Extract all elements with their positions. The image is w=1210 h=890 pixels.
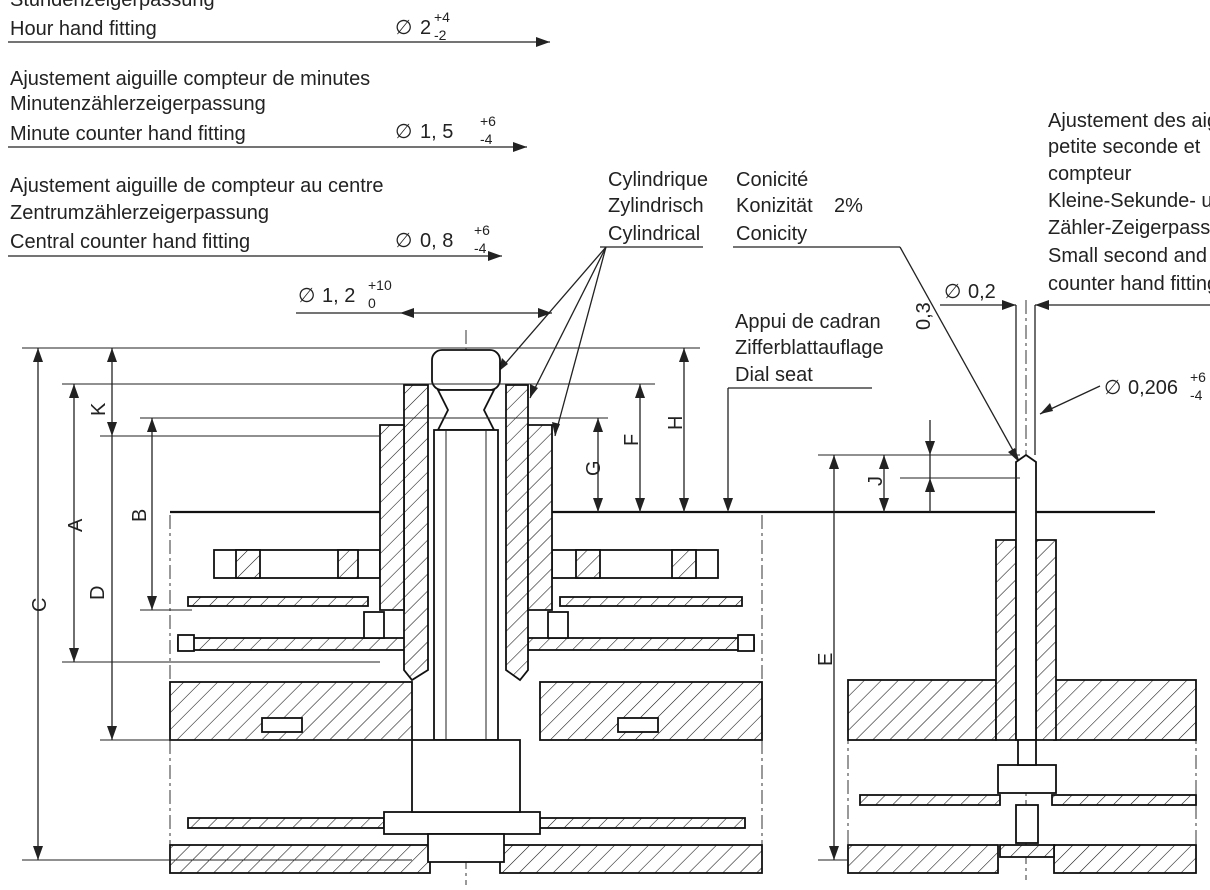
center-dim-callout: ∅ 1, 2 +10 0 bbox=[296, 277, 552, 318]
dim-letter-C: C bbox=[29, 598, 51, 612]
hour-dim-tol-up: +4 bbox=[434, 9, 450, 25]
small-second-dim-02: 0,2 bbox=[968, 281, 996, 303]
small-second-line-4: Kleine-Sekunde- ur bbox=[1048, 190, 1210, 212]
cylindrical-fr: Cylindrique bbox=[608, 169, 708, 191]
center-dim-value: 1, 2 bbox=[322, 285, 355, 307]
central-fitting-label-fr: Ajustement aiguille de compteur au centr… bbox=[10, 175, 384, 197]
conicity-fr: Conicité bbox=[736, 169, 808, 191]
dim-letter-H: H bbox=[665, 416, 687, 430]
small-second-dim-206: 0,206 bbox=[1128, 377, 1178, 399]
dim-letter-E: E bbox=[815, 653, 837, 666]
diameter-symbol: ∅ bbox=[298, 285, 315, 307]
dim-letter-J: J bbox=[865, 476, 887, 486]
diameter-symbol: ∅ bbox=[395, 230, 412, 252]
conicity-en: Conicity bbox=[736, 223, 807, 245]
dim-letter-A: A bbox=[65, 518, 87, 532]
diameter-symbol: ∅ bbox=[1104, 377, 1121, 399]
cylindrical-de: Zylindrisch bbox=[608, 195, 704, 217]
main-movement-section bbox=[169, 330, 1155, 885]
conicity-callout: Conicité Konizität 2% Conicity bbox=[733, 169, 1021, 464]
hour-fitting-label-en: Hour hand fitting bbox=[10, 18, 157, 40]
diameter-symbol: ∅ bbox=[944, 281, 961, 303]
small-second-line-5: Zähler-Zeigerpassu bbox=[1048, 217, 1210, 239]
dim-letter-F: F bbox=[621, 434, 643, 446]
minute-fitting-label-fr: Ajustement aiguille compteur de minutes bbox=[10, 68, 370, 90]
hour-dim-tol-lo: -2 bbox=[434, 27, 447, 43]
dial-seat-callout: Appui de cadran Zifferblattauflage Dial … bbox=[723, 311, 884, 512]
dim-letter-D: D bbox=[87, 586, 109, 600]
minute-fitting-label-en: Minute counter hand fitting bbox=[10, 123, 246, 145]
minute-counter-fitting-callout: Ajustement aiguille compteur de minutes … bbox=[8, 68, 527, 152]
small-second-line-7: counter hand fitting bbox=[1048, 273, 1210, 295]
small-second-section bbox=[847, 300, 1197, 880]
cylindrical-callout: Cylindrique Zylindrisch Cylindrical bbox=[497, 169, 708, 437]
conicity-de: Konizität bbox=[736, 195, 813, 217]
minute-fitting-label-de: Minutenzählerzeigerpassung bbox=[10, 93, 266, 115]
dial-seat-fr: Appui de cadran bbox=[735, 311, 881, 333]
cylindrical-en: Cylindrical bbox=[608, 223, 700, 245]
dimension-lines: C A K D B G F H bbox=[22, 347, 1020, 861]
diameter-symbol: ∅ bbox=[395, 121, 412, 143]
minute-dim-value: 1, 5 bbox=[420, 121, 453, 143]
minute-dim-tol-up: +6 bbox=[480, 113, 496, 129]
central-dim-tol-up: +6 bbox=[474, 222, 490, 238]
central-dim-value: 0, 8 bbox=[420, 230, 453, 252]
small-second-line-2: petite seconde et bbox=[1048, 136, 1201, 158]
small-second-dim-206-up: +6 bbox=[1190, 369, 1206, 385]
dim-letter-B: B bbox=[129, 509, 151, 522]
dim-letter-K: K bbox=[88, 402, 110, 416]
small-second-callout: Ajustement des aig petite seconde et com… bbox=[913, 110, 1210, 415]
dial-seat-en: Dial seat bbox=[735, 364, 813, 386]
small-second-dim-03: 0,3 bbox=[913, 302, 935, 330]
diameter-symbol: ∅ bbox=[395, 17, 412, 39]
hour-fitting-label-de: Stundenzeigerpassung bbox=[10, 0, 215, 11]
small-second-line-3: compteur bbox=[1048, 163, 1132, 185]
small-second-line-6: Small second and bbox=[1048, 245, 1207, 267]
center-dim-tol-lo: 0 bbox=[368, 295, 376, 311]
hour-fitting-callout: Stundenzeigerpassung Hour hand fitting ∅… bbox=[8, 0, 550, 47]
dim-letter-G: G bbox=[583, 460, 605, 476]
dial-seat-de: Zifferblattauflage bbox=[735, 337, 884, 359]
small-second-dim-206-lo: -4 bbox=[1190, 387, 1203, 403]
central-dim-tol-lo: -4 bbox=[474, 240, 487, 256]
hour-dim-value: 2 bbox=[420, 17, 431, 39]
central-fitting-label-en: Central counter hand fitting bbox=[10, 231, 250, 253]
small-second-line-1: Ajustement des aig bbox=[1048, 110, 1210, 132]
central-fitting-label-de: Zentrumzählerzeigerpassung bbox=[10, 202, 269, 224]
center-dim-tol-up: +10 bbox=[368, 277, 392, 293]
central-counter-fitting-callout: Ajustement aiguille de compteur au centr… bbox=[8, 175, 502, 261]
conicity-value: 2% bbox=[834, 195, 863, 217]
minute-dim-tol-lo: -4 bbox=[480, 131, 493, 147]
